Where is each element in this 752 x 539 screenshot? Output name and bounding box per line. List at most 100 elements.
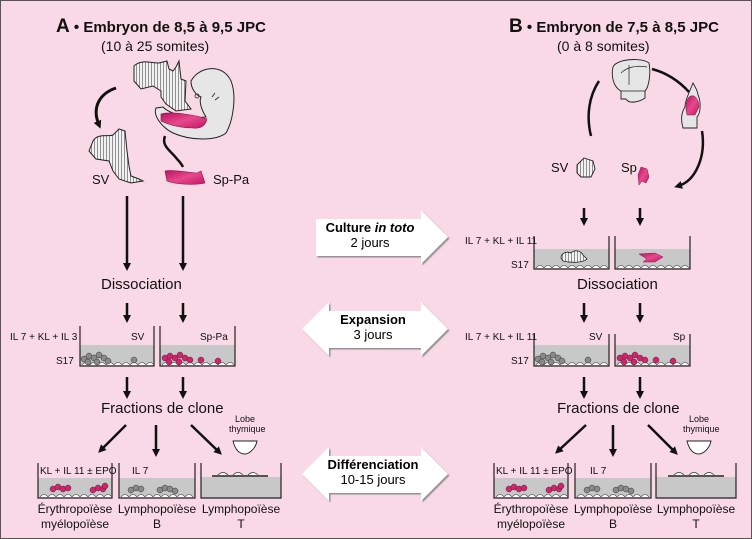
- cell: [630, 358, 638, 366]
- stroma-cell: [591, 265, 601, 269]
- sv-tissue-shape: [576, 157, 596, 178]
- stroma-label-b1: S17: [511, 260, 529, 271]
- stroma-cell: [584, 494, 594, 498]
- cell: [171, 487, 179, 495]
- stroma-cell: [519, 494, 529, 498]
- stroma-cell: [47, 494, 57, 498]
- differenciation-step-label: Différenciation 10-15 jours: [327, 457, 419, 487]
- stroma-cell: [137, 362, 147, 366]
- stroma-label-b2: S17: [511, 356, 529, 367]
- stroma-cell: [575, 265, 585, 269]
- culture-well-sv: [533, 236, 610, 270]
- diff-well-t-b: [655, 463, 737, 499]
- stroma-cell: [543, 265, 553, 269]
- stroma-cell: [95, 494, 105, 498]
- cell: [93, 358, 101, 366]
- well-label-sv-b: SV: [589, 332, 603, 343]
- cell: [130, 356, 138, 364]
- stroma-cell: [664, 265, 674, 269]
- stroma-cell: [608, 494, 618, 498]
- well-label-sp-b: Sp: [673, 332, 686, 343]
- cell: [549, 351, 557, 359]
- stroma-cell: [583, 265, 593, 269]
- stroma-cell: [680, 265, 690, 269]
- stroma-cell: [535, 494, 545, 498]
- stroma-cell: [680, 362, 690, 366]
- cell: [84, 358, 92, 366]
- cell: [104, 357, 112, 365]
- stroma-cell: [672, 265, 682, 269]
- stroma-cell: [176, 494, 186, 498]
- stroma-cell: [616, 494, 626, 498]
- fractions-label: Fractions de clone: [101, 400, 224, 417]
- stroma-cell: [128, 494, 138, 498]
- stroma-cell: [599, 362, 609, 366]
- yolk-sac-shape: [133, 59, 192, 112]
- culture-medium-label: IL 7 + KL + IL 11: [465, 236, 538, 247]
- cell: [137, 485, 145, 493]
- sp-tissue-shape: [637, 166, 650, 186]
- sppa-label: Sp-Pa: [213, 172, 250, 187]
- stroma-cell: [624, 494, 634, 498]
- stroma-cell: [168, 494, 178, 498]
- cell: [101, 482, 109, 490]
- splanchnopleura-shape: [160, 112, 208, 129]
- stroma-cell: [79, 494, 89, 498]
- well-label-sppa: Sp-Pa: [200, 332, 228, 343]
- cell: [64, 484, 72, 492]
- stroma-cell: [592, 494, 602, 498]
- stroma-cell: [55, 494, 65, 498]
- cell: [95, 351, 103, 359]
- stroma-cell: [551, 494, 561, 498]
- cell: [593, 485, 601, 493]
- cell: [197, 356, 205, 364]
- stroma-cell: [567, 265, 577, 269]
- expansion-step-label: Expansion 3 jours: [340, 312, 406, 342]
- cell: [176, 351, 184, 359]
- stroma-cell: [640, 265, 650, 269]
- sv-tissue-shape: [88, 128, 145, 184]
- stroma-cell: [624, 265, 634, 269]
- thymic-lobe-icon: [686, 440, 712, 455]
- cell: [557, 482, 565, 490]
- stroma-cell: [511, 494, 521, 498]
- stroma-cell: [616, 265, 626, 269]
- cell: [520, 484, 528, 492]
- ery-medium-label: KL + IL 11 ± EPO: [40, 466, 117, 477]
- stroma-cell: [599, 265, 609, 269]
- stroma-cell: [632, 494, 642, 498]
- curved-arrow: [93, 86, 117, 129]
- cell: [652, 356, 660, 364]
- stroma-cell: [551, 265, 561, 269]
- curved-arrow: [651, 67, 690, 93]
- stroma-cell: [575, 362, 585, 366]
- fractions-label-b: Fractions de clone: [557, 400, 680, 417]
- expansion-medium-label-b: IL 7 + KL + IL 11: [465, 332, 538, 343]
- panel-a-title: A • Embryon de 8,5 à 9,5 JPC: [56, 16, 266, 37]
- expansion-arrow-banner: [302, 302, 448, 356]
- stroma-cell: [63, 494, 73, 498]
- panel-a-subtitle: (10 à 25 somites): [101, 38, 210, 54]
- differenciation-arrow-banner: [302, 447, 448, 501]
- well-label-sv: SV: [131, 332, 145, 343]
- curved-arrow: [162, 135, 185, 168]
- stroma-label: S17: [56, 356, 74, 367]
- stroma-cell: [39, 494, 49, 498]
- dissociation-label-b: Dissociation: [577, 276, 658, 293]
- stroma-cell: [543, 494, 553, 498]
- sv-label-b: SV: [551, 160, 569, 175]
- stroma-cell: [193, 362, 203, 366]
- stroma-cell: [120, 494, 130, 498]
- sp-label-b: Sp: [621, 160, 637, 175]
- stroma-cell: [535, 265, 545, 269]
- b-medium-label-b: IL 7: [590, 466, 607, 477]
- panel-b-title: B • Embryon de 7,5 à 8,5 JPC: [509, 16, 719, 37]
- stroma-cell: [648, 362, 658, 366]
